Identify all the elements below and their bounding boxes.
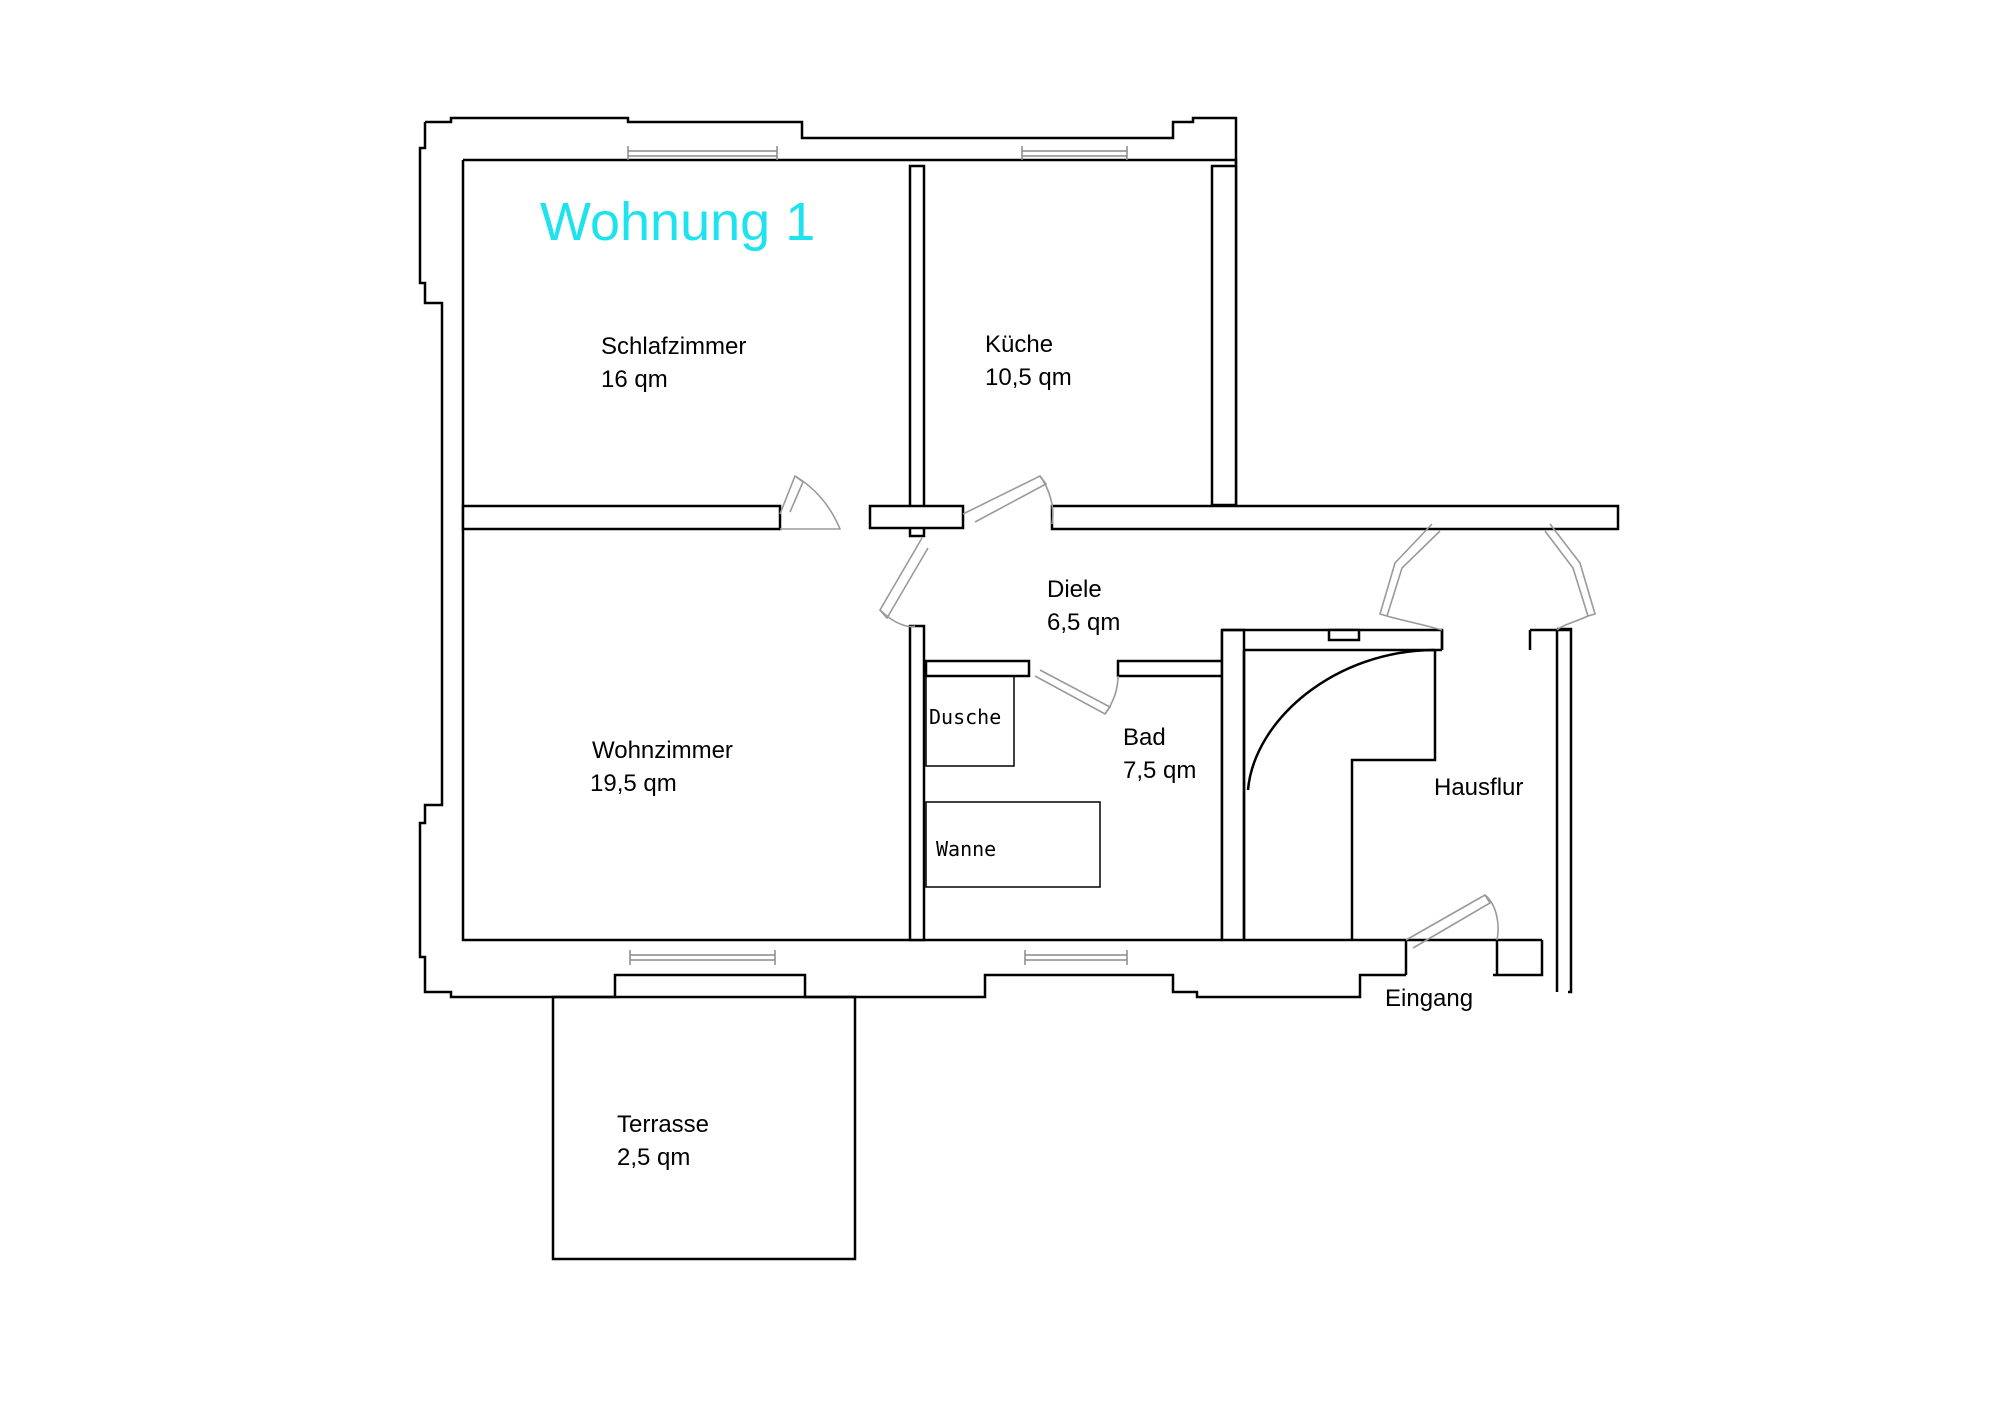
plan-title: Wohnung 1 (540, 192, 815, 252)
room-area-wohnzimmer: 19,5 qm (590, 770, 677, 797)
wall-bad-top-right (1116, 659, 1224, 678)
outer-wall (418, 116, 1406, 999)
dusche-fixture (925, 675, 1015, 767)
hausflur-wall-stub (1528, 628, 1571, 992)
eingang-jambs (1404, 940, 1499, 975)
outer-wall-right (1493, 627, 1573, 994)
room-area-kueche: 10,5 qm (985, 364, 1072, 391)
room-area-terrasse: 2,5 qm (617, 1144, 690, 1171)
room-name-schlafzimmer: Schlafzimmer (601, 333, 746, 360)
room-area-bad: 7,5 qm (1123, 757, 1196, 784)
wall-bad-top-left (924, 659, 1031, 678)
room-name-diele: Diele (1047, 576, 1102, 603)
stair-curve (1246, 648, 1436, 791)
windows-bottom (629, 950, 1128, 965)
room-name-terrasse: Terrasse (617, 1111, 709, 1138)
staircase (1244, 650, 1437, 942)
terrasse-outline (551, 995, 857, 1261)
inner-wall-face (461, 158, 1238, 942)
wall-schlaf-kueche (908, 164, 926, 538)
room-name-kueche: Küche (985, 331, 1053, 358)
wall-kueche-right (1210, 164, 1238, 507)
wall-bad-right (1220, 628, 1246, 942)
stairwell-small-box (1327, 628, 1361, 642)
wall-diele-center (868, 504, 965, 530)
fixture-label-dusche: Dusche (929, 705, 1001, 729)
room-name-bad: Bad (1123, 724, 1166, 751)
wall-wohn-bad (908, 624, 926, 942)
room-name-wohnzimmer: Wohnzimmer (592, 737, 733, 764)
wall-schlaf-wohn (461, 504, 782, 531)
fixture-label-wanne: Wanne (936, 837, 996, 861)
room-name-hausflur: Hausflur (1434, 774, 1523, 801)
label-eingang: Eingang (1385, 985, 1473, 1012)
room-area-schlafzimmer: 16 qm (601, 366, 668, 393)
windows-top (627, 146, 1128, 160)
doors (779, 474, 1596, 949)
wall-kueche-diele (1050, 504, 1620, 531)
room-area-diele: 6,5 qm (1047, 609, 1120, 636)
wanne-fixture (925, 801, 1101, 888)
